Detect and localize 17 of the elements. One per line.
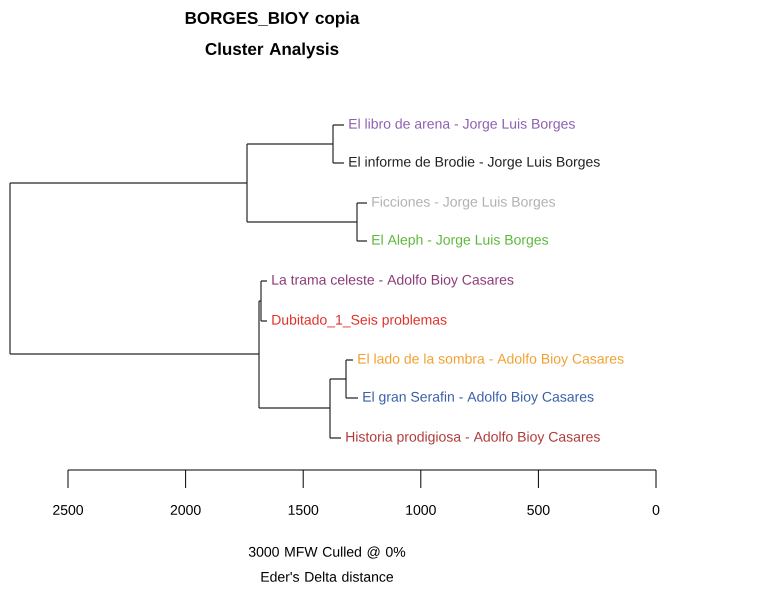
tick-label: 2500 [53, 505, 84, 515]
leaf-label: Historia prodigiosa - Adolfo Bioy Casares [346, 431, 600, 445]
leaf-label: El gran Serafin - Adolfo Bioy Casares [363, 391, 594, 405]
leaf-label: El informe de Brodie - Jorge Luis Borges [349, 156, 600, 170]
leaf-label: Dubitado_1_Seis problemas [272, 314, 447, 328]
leaf-label: El lado de la sombra - Adolfo Bioy Casares [358, 353, 624, 367]
tick-label: 1000 [406, 505, 436, 515]
leaf-label: Ficciones - Jorge Luis Borges [372, 196, 556, 210]
axis-caption: 3000 MFW Culled @ 0% Eder's Delta distance [248, 546, 406, 582]
tick-label: 0 [652, 505, 660, 515]
tick-label: 2000 [170, 505, 201, 515]
chart-title: BORGES_BIOY copia Cluster Analysis [186, 12, 360, 58]
leaf-label: El Aleph - Jorge Luis Borges [372, 234, 548, 248]
leaf-label: La trama celeste - Adolfo Bioy Casares [272, 274, 514, 288]
tick-label: 500 [527, 505, 550, 515]
leaf-label: El libro de arena - Jorge Luis Borges [349, 118, 575, 132]
tick-label: 1500 [288, 505, 318, 515]
